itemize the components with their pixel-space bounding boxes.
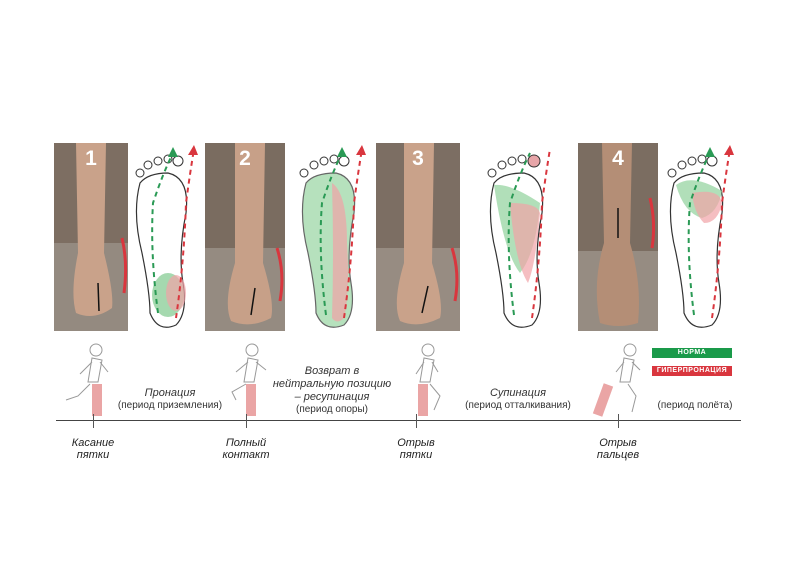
- runner-heel-off-figure: [415, 343, 441, 416]
- legend-norm: НОРМА: [652, 348, 732, 358]
- phase-number: 4: [612, 147, 624, 170]
- return-line3: – ресупинация: [294, 391, 370, 403]
- event-line1: Касание: [71, 437, 115, 449]
- foot-outline-3: [480, 143, 560, 338]
- foot-outline-4: [662, 143, 738, 338]
- foot-outline-2: [292, 143, 372, 338]
- event-line1: Отрыв: [599, 437, 637, 449]
- heel-photo-1: 1: [54, 143, 128, 331]
- runner-toe-off-figure: [592, 343, 641, 417]
- runner-heel-strike-figure: [65, 343, 109, 416]
- supination-sub: (период отталкивания): [465, 400, 571, 411]
- event-line2: пятки: [76, 449, 110, 461]
- supination-label: Супинация (период отталкивания): [448, 387, 588, 412]
- pronation-label: Пронация (период приземления): [100, 387, 240, 412]
- runner-full-contact-figure: [231, 343, 267, 416]
- timeline-tick: [93, 414, 94, 428]
- timeline-tick: [618, 414, 619, 428]
- legend-hyper: ГИПЕРПРОНАЦИЯ: [652, 366, 732, 376]
- phase-number: 3: [412, 147, 424, 170]
- supination-title: Супинация: [490, 387, 546, 399]
- foot-outline-1: [128, 143, 198, 338]
- timeline-tick: [246, 414, 247, 428]
- flight-label: (период полёта): [640, 400, 750, 412]
- return-label: Возврат в нейтральную позицию – ресупина…: [262, 365, 402, 416]
- heel-photo-2: 2: [205, 143, 285, 331]
- flight-sub: (период полёта): [657, 400, 733, 411]
- phase-number: 1: [85, 147, 97, 170]
- event-heel-off: Отрыв пятки: [381, 437, 451, 461]
- heel-photo-4: 4: [578, 143, 658, 331]
- event-heel-strike: Касание пятки: [58, 437, 128, 461]
- event-line2: пальцев: [596, 449, 640, 461]
- return-sub: (период опоры): [295, 404, 369, 415]
- timeline-tick: [416, 414, 417, 428]
- phase-number: 2: [239, 147, 251, 170]
- return-line1: Возврат в: [304, 365, 360, 377]
- event-toe-off: Отрыв пальцев: [583, 437, 653, 461]
- timeline-axis: [56, 420, 741, 421]
- pronation-title: Пронация: [144, 387, 196, 399]
- heel-photo-3: 3: [376, 143, 460, 331]
- event-line1: Отрыв: [397, 437, 435, 449]
- event-line2: пятки: [399, 449, 433, 461]
- event-line2: контакт: [222, 449, 270, 461]
- pronation-sub: (период приземления): [117, 400, 223, 411]
- event-line1: Полный: [225, 437, 267, 449]
- return-line2: нейтральную позицию: [272, 378, 392, 390]
- event-full-contact: Полный контакт: [210, 437, 282, 461]
